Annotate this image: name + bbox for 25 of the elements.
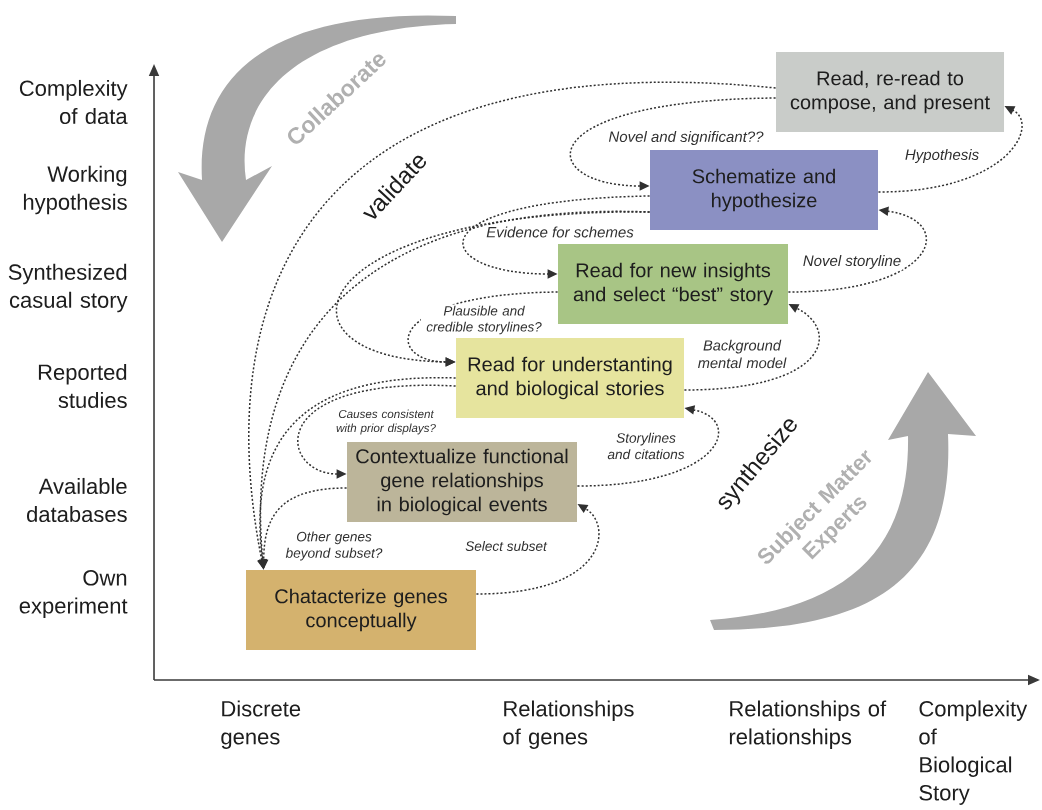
arrow (297, 384, 457, 479)
arrow (576, 405, 720, 487)
process-box: Contextualize functional gene relationships in biological events (347, 442, 577, 522)
axis-label: Discrete genes (221, 700, 301, 749)
axis-label: Complexity of Biological Story (919, 700, 1028, 805)
arrow (336, 211, 651, 367)
axis-label: Available databases (27, 477, 127, 523)
process-box: Read for understanting and biological stories (456, 338, 684, 418)
axis-label: Complexity of data (19, 79, 128, 125)
axis-label: Working hypothesis (23, 165, 127, 215)
axis-label: Relationships of genes (503, 700, 634, 749)
axis-label: Synthesized casual story (8, 263, 128, 313)
axis-label: Own experiment (19, 570, 128, 618)
axis-label: Relationships of relationships (729, 700, 887, 749)
process-box: Schematize and hypothesize (650, 150, 878, 230)
arrow (462, 195, 651, 279)
arrow (787, 206, 927, 293)
process-box: Read for new insights and select “best” story (558, 244, 788, 324)
axis-label: Reported studies (38, 363, 127, 409)
process-box: Chatacterize genes conceptually (246, 570, 476, 650)
arrow (683, 304, 821, 391)
arrow (877, 106, 1023, 193)
process-box: Read, re-read to compose, and present (776, 52, 1004, 132)
arrow (569, 97, 777, 191)
arrow (475, 504, 600, 595)
